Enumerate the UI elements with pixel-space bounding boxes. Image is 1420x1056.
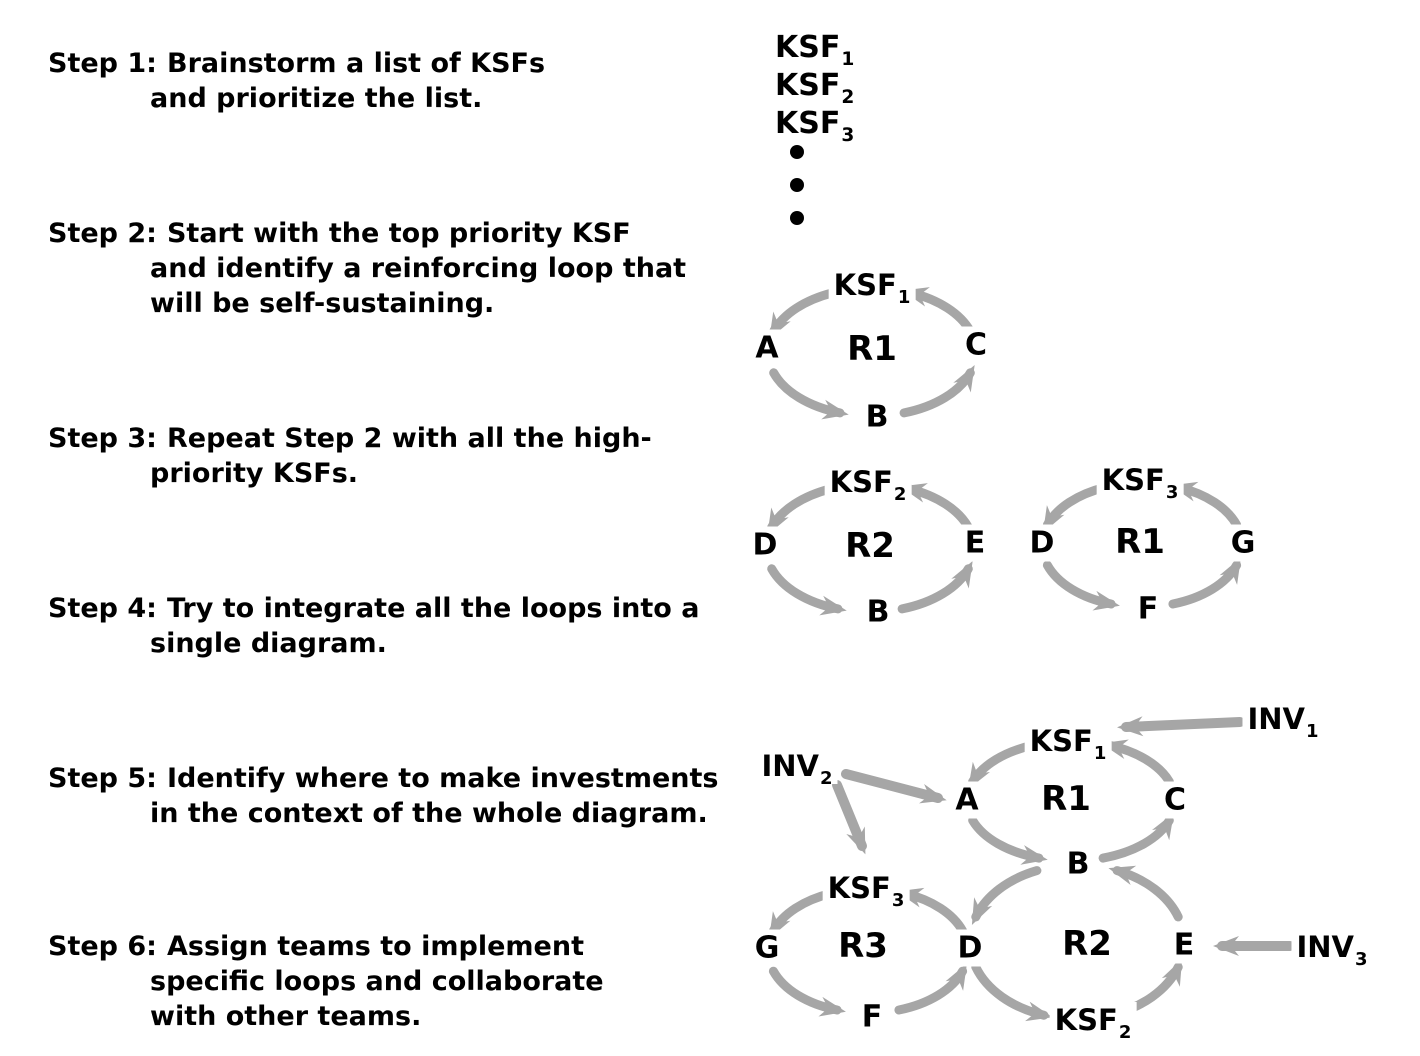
- integrated-node-g: G: [749, 929, 785, 967]
- integrated-node-ksf3: KSF3: [822, 870, 910, 911]
- integrated-node-inv3: INV3: [1291, 929, 1373, 970]
- step-5-label: Step 5:: [48, 763, 157, 794]
- loop3-node-g: G: [1225, 524, 1261, 562]
- step-2-label: Step 2:: [48, 218, 157, 249]
- arrow: [841, 769, 947, 804]
- arrow: [1042, 483, 1109, 533]
- loop1-node-a: A: [750, 329, 784, 367]
- arrow: [971, 962, 1053, 1022]
- step-1-label: Step 1:: [48, 48, 157, 79]
- step-3-label: Step 3:: [48, 423, 157, 454]
- arrow: [968, 816, 1048, 865]
- ksf-list-item-1: KSF1: [775, 30, 855, 71]
- loop3-node-f: F: [1132, 590, 1164, 628]
- integrated-node-ksf2: KSF2: [1049, 1002, 1137, 1043]
- integrated-node-ksf1: KSF1: [1024, 723, 1112, 764]
- arrow: [902, 287, 975, 336]
- arrow: [767, 484, 836, 536]
- integrated-label-r2: R2: [1062, 924, 1112, 964]
- step-4-label: Step 4:: [48, 593, 157, 624]
- integrated-node-c: C: [1158, 781, 1192, 819]
- arrow: [832, 780, 867, 855]
- ellipsis-dot: [790, 211, 804, 225]
- loop3-node-ksf3: KSF3: [1096, 462, 1184, 503]
- loop2-node-b: B: [861, 593, 895, 631]
- arrow: [769, 288, 838, 340]
- arrow: [897, 560, 973, 614]
- step-2-text: Step 2:Start with the top priority KSF a…: [48, 218, 687, 319]
- arrow: [968, 740, 1037, 790]
- step-6-text: Step 6:Assign teams to implement specifi…: [48, 931, 604, 1032]
- loop1-node-b: B: [860, 398, 894, 436]
- arrow: [1168, 557, 1242, 609]
- ellipsis-dot: [790, 145, 804, 159]
- arrow: [768, 966, 846, 1017]
- ellipsis-dot: [790, 178, 804, 192]
- arrow: [1170, 481, 1242, 530]
- arrow: [896, 887, 968, 936]
- integrated-node-inv2: INV2: [756, 748, 838, 789]
- integrated-label-r3: R3: [838, 926, 888, 966]
- loop3-node-d: D: [1024, 524, 1060, 562]
- arrow: [894, 963, 968, 1015]
- arrow: [767, 564, 847, 616]
- arrow: [1108, 865, 1183, 922]
- step-1-text: Step 1:Brainstorm a list of KSFs and pri…: [48, 48, 546, 114]
- arrow: [899, 364, 975, 418]
- integrated-label-r1: R1: [1041, 779, 1091, 819]
- ksf-list-item-3: KSF3: [775, 106, 855, 147]
- step-4-text: Step 4:Try to integrate all the loops in…: [48, 593, 700, 659]
- integrated-node-b: B: [1061, 845, 1095, 883]
- arrow: [1098, 812, 1174, 863]
- loop1-node-c: C: [959, 326, 993, 364]
- integrated-node-d: D: [952, 929, 988, 967]
- step-3-text: Step 3:Repeat Step 2 with all the high- …: [48, 423, 652, 489]
- loop2-node-ksf2: KSF2: [824, 464, 912, 505]
- loop2-node-e: E: [959, 524, 991, 562]
- loop3-label-r1: R1: [1115, 522, 1165, 562]
- arrow: [1101, 739, 1174, 786]
- arrow: [1042, 560, 1120, 611]
- integrated-node-f: F: [856, 998, 888, 1036]
- arrow: [900, 483, 973, 532]
- integrated-node-inv1: INV1: [1242, 701, 1324, 742]
- arrow: [768, 889, 835, 939]
- step-5-text: Step 5:Identify where to make investment…: [48, 763, 719, 829]
- loop2-node-d: D: [747, 526, 783, 564]
- loop1-node-ksf1: KSF1: [828, 267, 916, 308]
- ksf-list-item-2: KSF2: [775, 68, 855, 109]
- integrated-node-a: A: [950, 781, 984, 819]
- loop1-label-r1: R1: [847, 329, 897, 369]
- arrow: [971, 866, 1042, 926]
- step-6-label: Step 6:: [48, 931, 157, 962]
- integrated-node-e: E: [1168, 926, 1200, 964]
- arrow: [1117, 716, 1245, 737]
- loop2-label-r2: R2: [845, 526, 895, 566]
- arrow: [769, 368, 849, 420]
